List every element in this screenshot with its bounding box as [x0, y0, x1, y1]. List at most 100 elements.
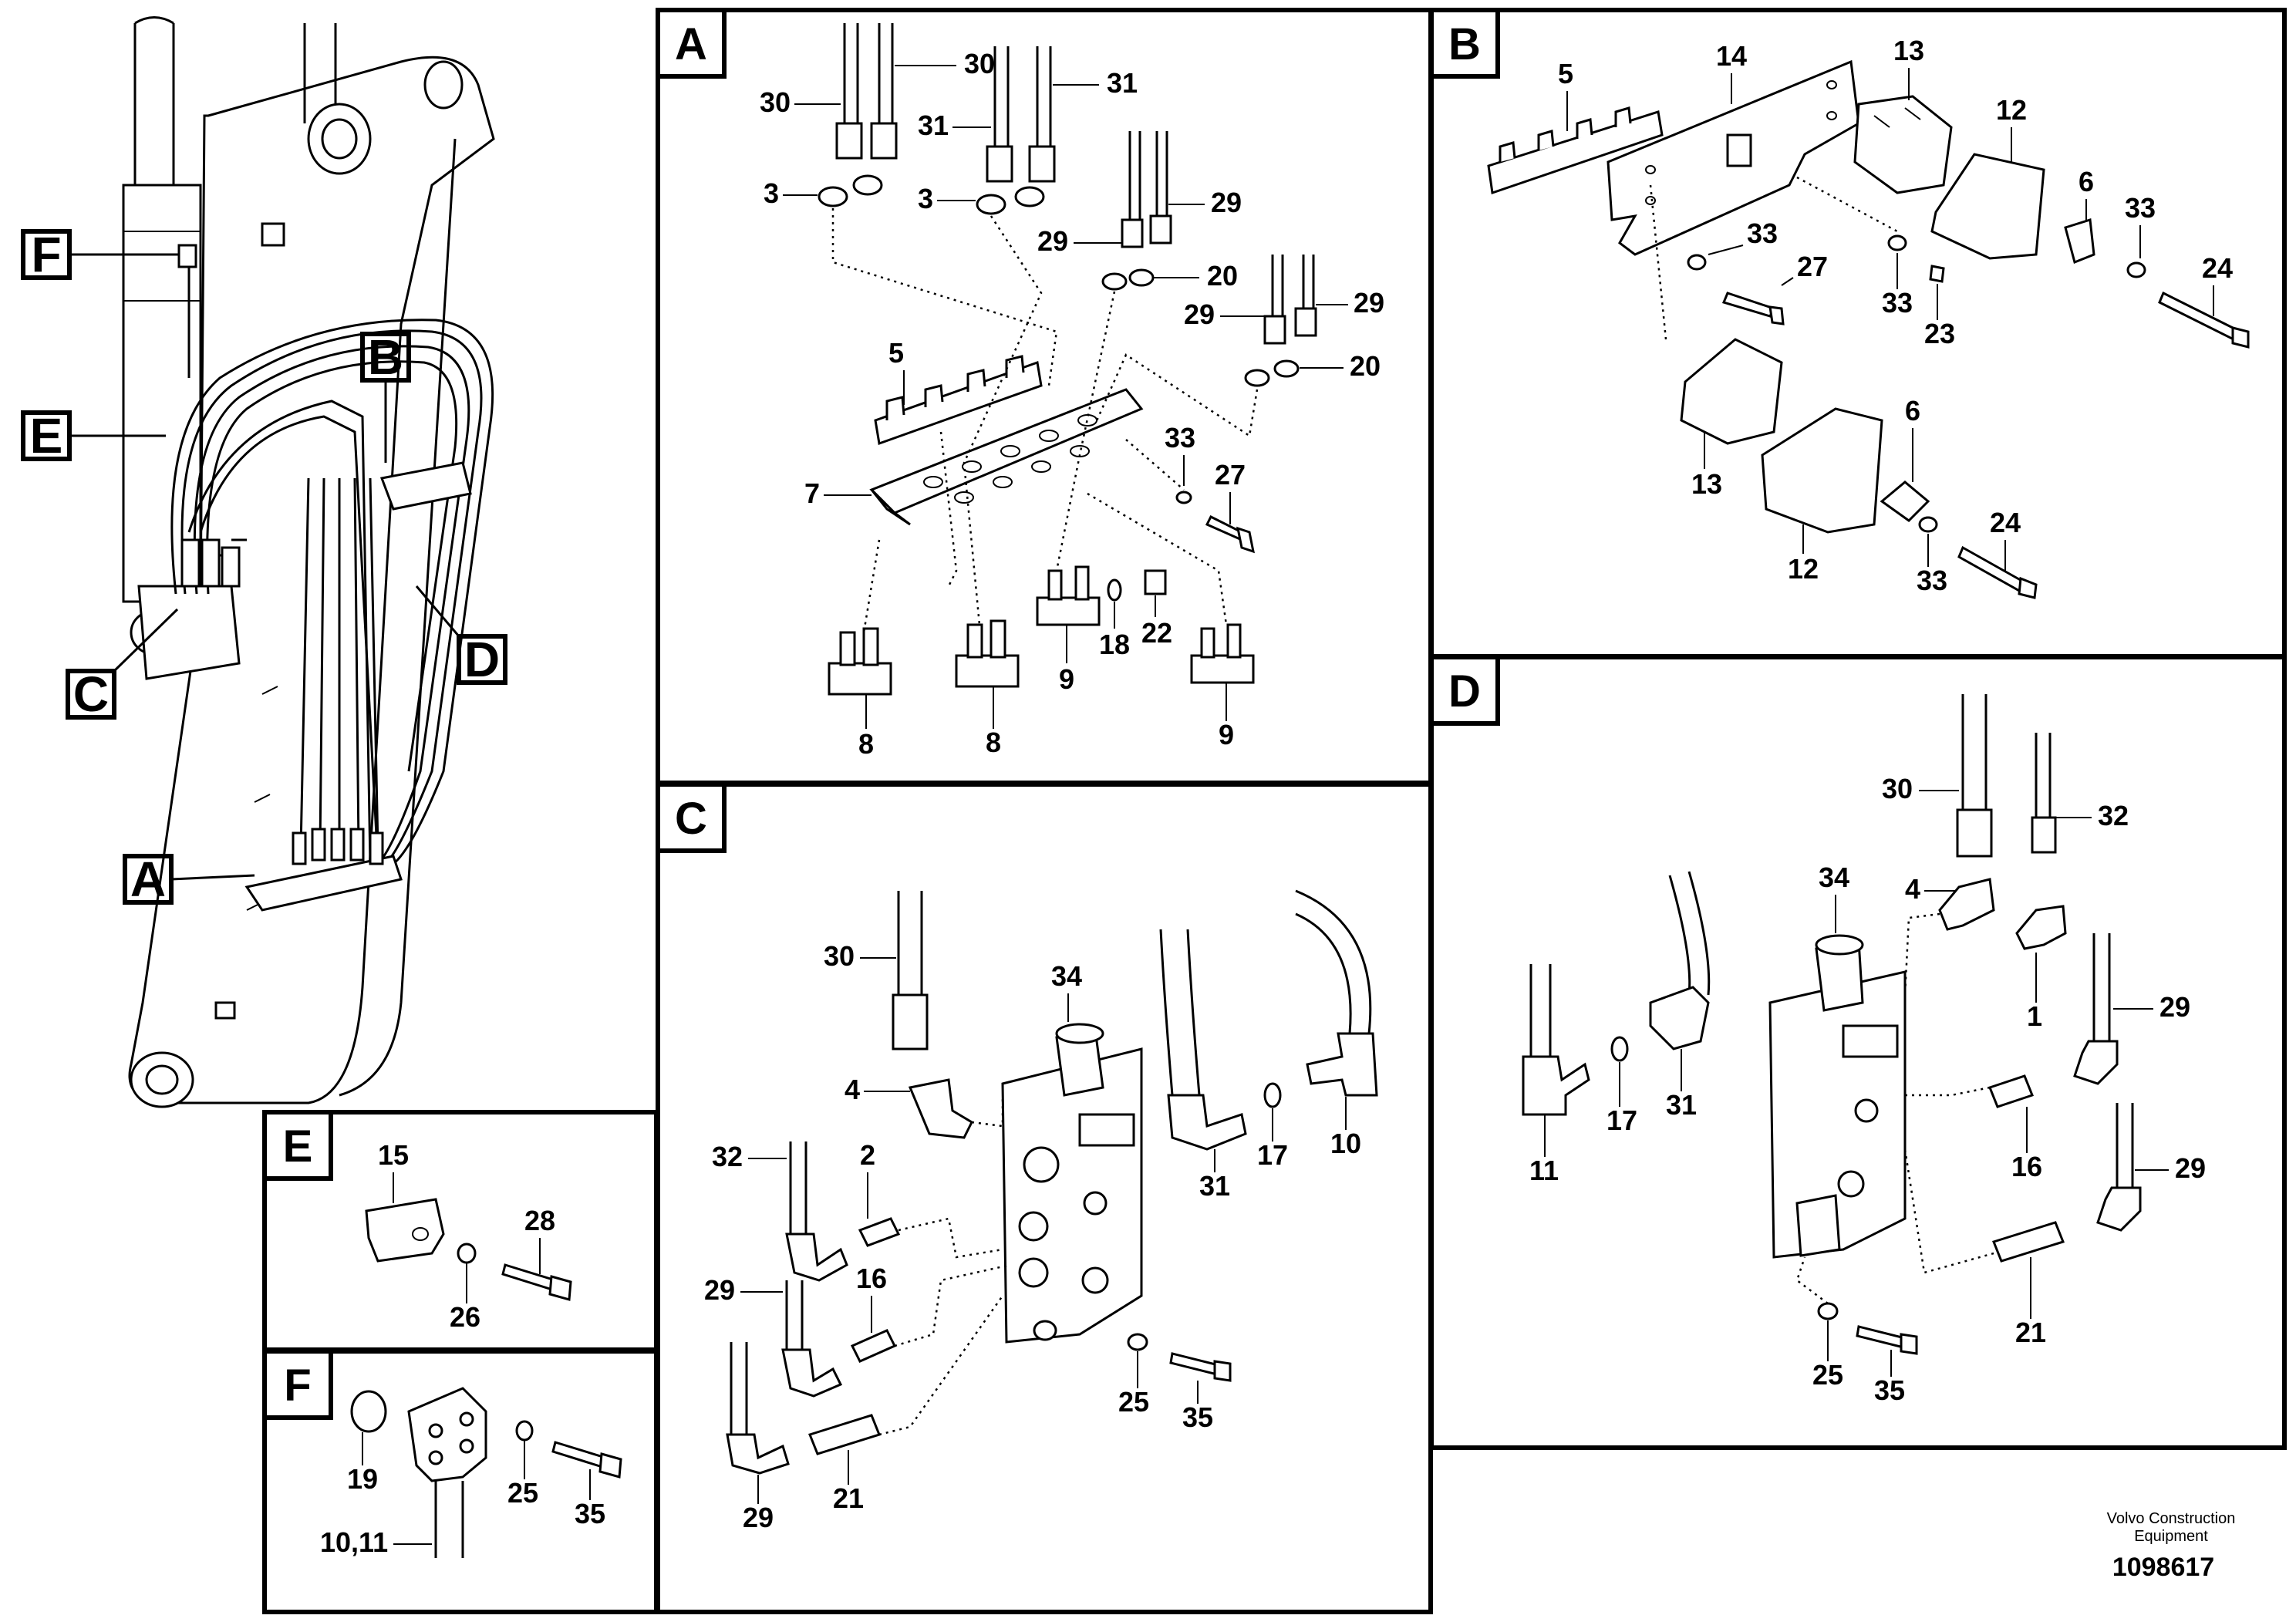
label-24: 24: [2202, 252, 2233, 284]
label-9: 9: [1219, 719, 1234, 750]
label-33: 33: [1165, 422, 1195, 454]
panel-d-letter: D: [1448, 666, 1481, 717]
label-16: 16: [856, 1263, 887, 1294]
label-12: 12: [1996, 94, 2027, 126]
label-32: 32: [712, 1141, 743, 1172]
panel-d-labels: 30 32 34 4 1 29 29 11 17 31 16 21 25: [1529, 773, 2206, 1406]
label-9: 9: [1059, 663, 1074, 695]
label-16: 16: [2011, 1151, 2042, 1182]
callout-e-label: E: [30, 408, 63, 464]
panel-a: A: [656, 8, 1433, 785]
panel-e-letter: E: [283, 1121, 313, 1172]
callout-f: F: [21, 227, 179, 282]
label-33: 33: [1917, 565, 1947, 596]
label-30: 30: [964, 48, 995, 79]
label-10-11: 10,11: [320, 1526, 388, 1558]
callout-b: B: [360, 329, 411, 463]
label-35: 35: [575, 1498, 605, 1529]
label-7: 7: [804, 477, 820, 509]
label-4: 4: [1905, 873, 1920, 905]
label-35: 35: [1182, 1401, 1213, 1433]
label-34: 34: [1051, 960, 1082, 992]
label-31: 31: [918, 110, 949, 141]
label-1: 1: [2027, 1000, 2042, 1032]
callout-d-label: D: [464, 632, 500, 687]
label-20: 20: [1350, 350, 1381, 382]
label-10: 10: [1330, 1128, 1361, 1159]
label-23: 23: [1924, 318, 1955, 349]
label-30: 30: [760, 86, 791, 118]
footer: Volvo Construction Equipment 1098617: [2107, 1510, 2236, 1582]
label-27: 27: [1215, 459, 1246, 491]
label-30: 30: [824, 940, 855, 972]
panel-d: D: [1429, 655, 2287, 1450]
label-29: 29: [1037, 225, 1068, 257]
label-20: 20: [1207, 260, 1238, 292]
label-24: 24: [1990, 507, 2021, 538]
label-33: 33: [2125, 192, 2156, 224]
label-28: 28: [524, 1205, 555, 1236]
label-29: 29: [2159, 991, 2190, 1023]
label-15: 15: [378, 1139, 409, 1171]
panel-f: F 19 25 35 10,11: [262, 1349, 659, 1614]
label-8: 8: [858, 728, 874, 760]
label-29: 29: [1211, 187, 1242, 218]
label-27: 27: [1797, 251, 1828, 282]
panel-c-letter: C: [675, 794, 707, 844]
label-17: 17: [1257, 1139, 1288, 1171]
callout-e: E: [21, 408, 166, 464]
label-25: 25: [1118, 1386, 1149, 1418]
label-4: 4: [845, 1074, 860, 1105]
panel-f-labels: 19 25 35 10,11: [320, 1432, 605, 1558]
callout-c: C: [66, 608, 179, 722]
label-31: 31: [1199, 1170, 1230, 1202]
panel-f-letter: F: [284, 1361, 311, 1411]
label-6: 6: [1905, 395, 1920, 427]
label-25: 25: [507, 1477, 538, 1509]
label-17: 17: [1607, 1104, 1637, 1136]
label-21: 21: [2015, 1317, 2046, 1348]
label-33: 33: [1747, 218, 1778, 249]
label-2: 2: [860, 1139, 875, 1171]
label-25: 25: [1812, 1359, 1843, 1391]
label-8: 8: [986, 727, 1001, 758]
callout-b-label: B: [368, 329, 403, 385]
label-5: 5: [888, 337, 904, 369]
label-31: 31: [1107, 67, 1138, 99]
label-12: 12: [1788, 553, 1819, 585]
label-29: 29: [704, 1274, 735, 1306]
label-13: 13: [1691, 468, 1722, 500]
label-31: 31: [1666, 1089, 1697, 1121]
callout-a: A: [123, 851, 255, 907]
label-33: 33: [1882, 287, 1913, 319]
company-name-line1: Volvo Construction: [2107, 1510, 2236, 1527]
callout-c-label: C: [73, 666, 109, 722]
label-3: 3: [764, 177, 779, 209]
panel-a-letter: A: [675, 19, 707, 69]
callout-a-label: A: [130, 851, 166, 907]
panel-c: C: [656, 782, 1433, 1614]
label-29: 29: [2175, 1152, 2206, 1184]
label-18: 18: [1099, 629, 1130, 660]
overview-illustration: [122, 16, 495, 1108]
label-30: 30: [1882, 773, 1913, 804]
label-13: 13: [1893, 35, 1924, 66]
label-6: 6: [2079, 166, 2094, 197]
label-35: 35: [1874, 1374, 1905, 1406]
panel-c-labels: 30 34 4 32 2 29 16 21 29 31 17 10 25: [704, 940, 1361, 1533]
panel-b: B: [1429, 8, 2287, 659]
drawing-number: 1098617: [2112, 1553, 2214, 1582]
label-3: 3: [918, 183, 933, 214]
label-32: 32: [2098, 800, 2129, 831]
panel-e-labels: 15 28 26: [378, 1139, 555, 1333]
callout-d: D: [415, 585, 507, 687]
label-29: 29: [743, 1502, 774, 1533]
label-29: 29: [1354, 287, 1384, 319]
label-34: 34: [1819, 862, 1849, 893]
label-21: 21: [833, 1482, 864, 1514]
panel-a-labels: 30 30 31 31 3 3 29 29 20 29 29 20 5: [760, 48, 1384, 760]
label-26: 26: [450, 1301, 480, 1333]
label-11: 11: [1529, 1155, 1559, 1186]
label-22: 22: [1141, 617, 1172, 649]
callout-f-label: F: [31, 227, 61, 282]
